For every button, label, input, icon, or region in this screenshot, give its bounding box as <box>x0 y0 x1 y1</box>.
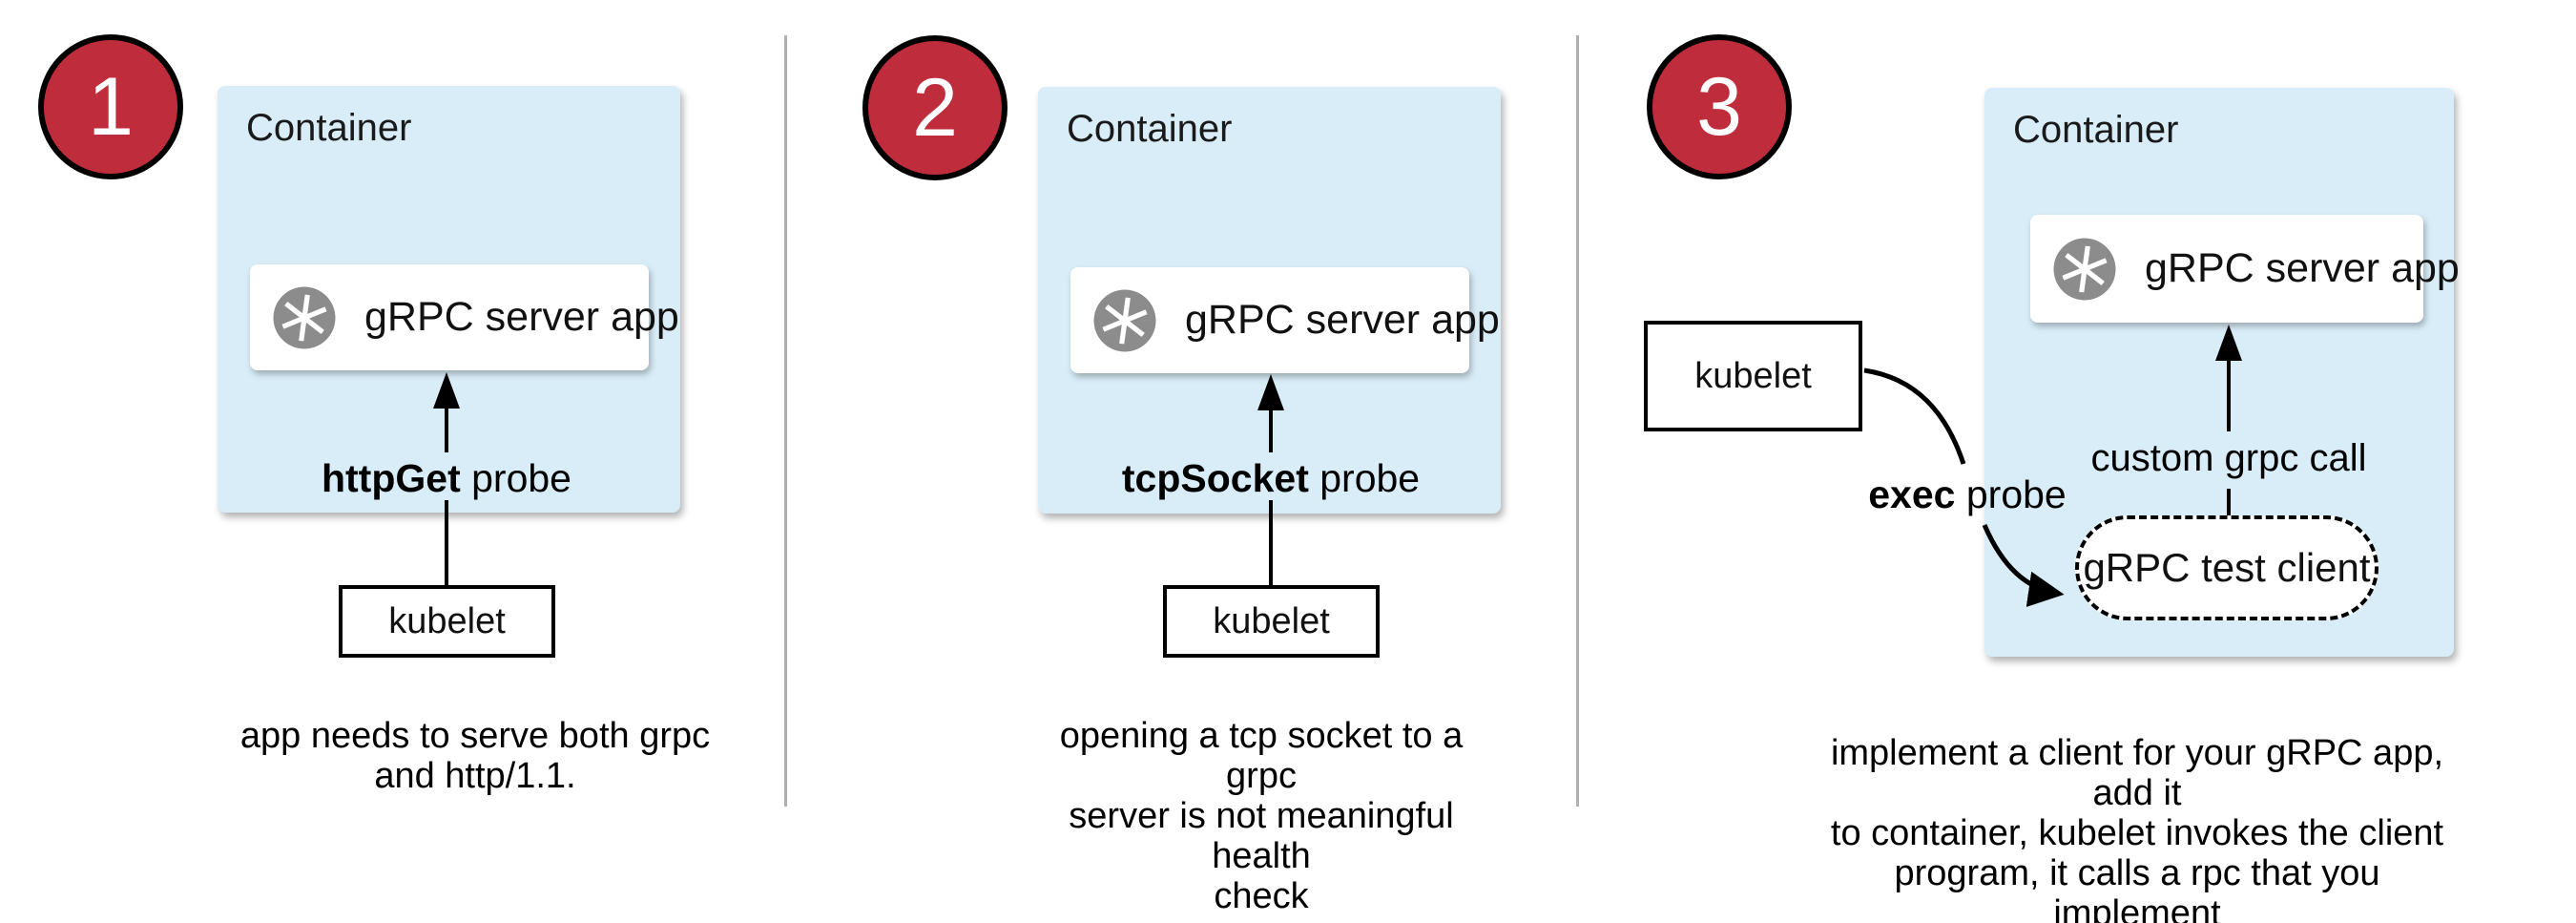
caption-3: implement a client for your gRPC app, ad… <box>1813 733 2462 923</box>
camera-aperture-icon <box>2049 234 2120 304</box>
container-label: Container <box>1067 108 1233 150</box>
kubelet-box-2: kubelet <box>1163 585 1380 658</box>
grpc-test-client-box: gRPC test client <box>2075 515 2379 620</box>
grpc-server-app-box-2: gRPC server app <box>1070 267 1500 373</box>
step-badge-2: 2 <box>862 35 1008 180</box>
step-badge-1: 1 <box>38 34 183 179</box>
panel-divider-1 <box>784 35 787 807</box>
grpc-server-app-label: gRPC server app <box>2145 245 2460 291</box>
caption-line: implement a client for your gRPC app, ad… <box>1830 733 2444 813</box>
probe-word: probe <box>460 456 571 500</box>
step-number: 3 <box>1696 61 1742 153</box>
step-number: 2 <box>912 62 958 154</box>
kubelet-label: kubelet <box>388 600 506 641</box>
probe-type: tcpSocket <box>1121 456 1309 500</box>
caption-line: program, it calls a rpc that you impleme… <box>1894 853 2380 923</box>
probe-word: probe <box>1308 456 1421 500</box>
caption-line: to container, kubelet invokes the client <box>1830 813 2444 853</box>
caption-2: opening a tcp socket to a grpc server is… <box>1023 716 1500 916</box>
caption-line: check <box>1214 876 1309 916</box>
container-label: Container <box>2013 109 2179 151</box>
grpc-test-client-label: gRPC test client <box>2083 545 2371 590</box>
kubelet-box-3: kubelet <box>1644 321 1862 431</box>
caption-line: opening a tcp socket to a grpc <box>1059 716 1464 796</box>
grpc-server-app-box-3: gRPC server app <box>2030 215 2460 323</box>
grpc-server-app-label: gRPC server app <box>1185 297 1500 343</box>
caption-line: server is not meaningful health <box>1069 796 1454 876</box>
probe-label-2: tcpSocket probe <box>1080 456 1462 501</box>
camera-aperture-icon <box>269 283 340 353</box>
kubelet-box-1: kubelet <box>339 585 555 658</box>
kubelet-label: kubelet <box>1213 600 1330 641</box>
probe-type: exec <box>1868 472 1956 516</box>
exec-probe-label: exec probe <box>1824 472 2110 517</box>
probe-label-1: httpGet probe <box>256 456 637 501</box>
kubelet-label: kubelet <box>1694 355 1812 396</box>
caption-line: app needs to serve both grpc <box>239 716 711 756</box>
grpc-server-app-box-1: gRPC server app <box>250 264 679 370</box>
step-number: 1 <box>88 61 134 153</box>
camera-aperture-icon <box>1090 285 1160 356</box>
caption-line: and http/1.1. <box>374 756 576 796</box>
custom-grpc-call-label: custom grpc call <box>2090 437 2367 479</box>
container-label: Container <box>246 107 412 149</box>
probe-word: probe <box>1955 472 2067 516</box>
panel-divider-2 <box>1576 35 1579 807</box>
caption-1: app needs to serve both grpc and http/1.… <box>237 716 714 796</box>
probe-type: httpGet <box>321 456 461 500</box>
step-badge-3: 3 <box>1647 34 1792 179</box>
grpc-server-app-label: gRPC server app <box>364 294 679 340</box>
